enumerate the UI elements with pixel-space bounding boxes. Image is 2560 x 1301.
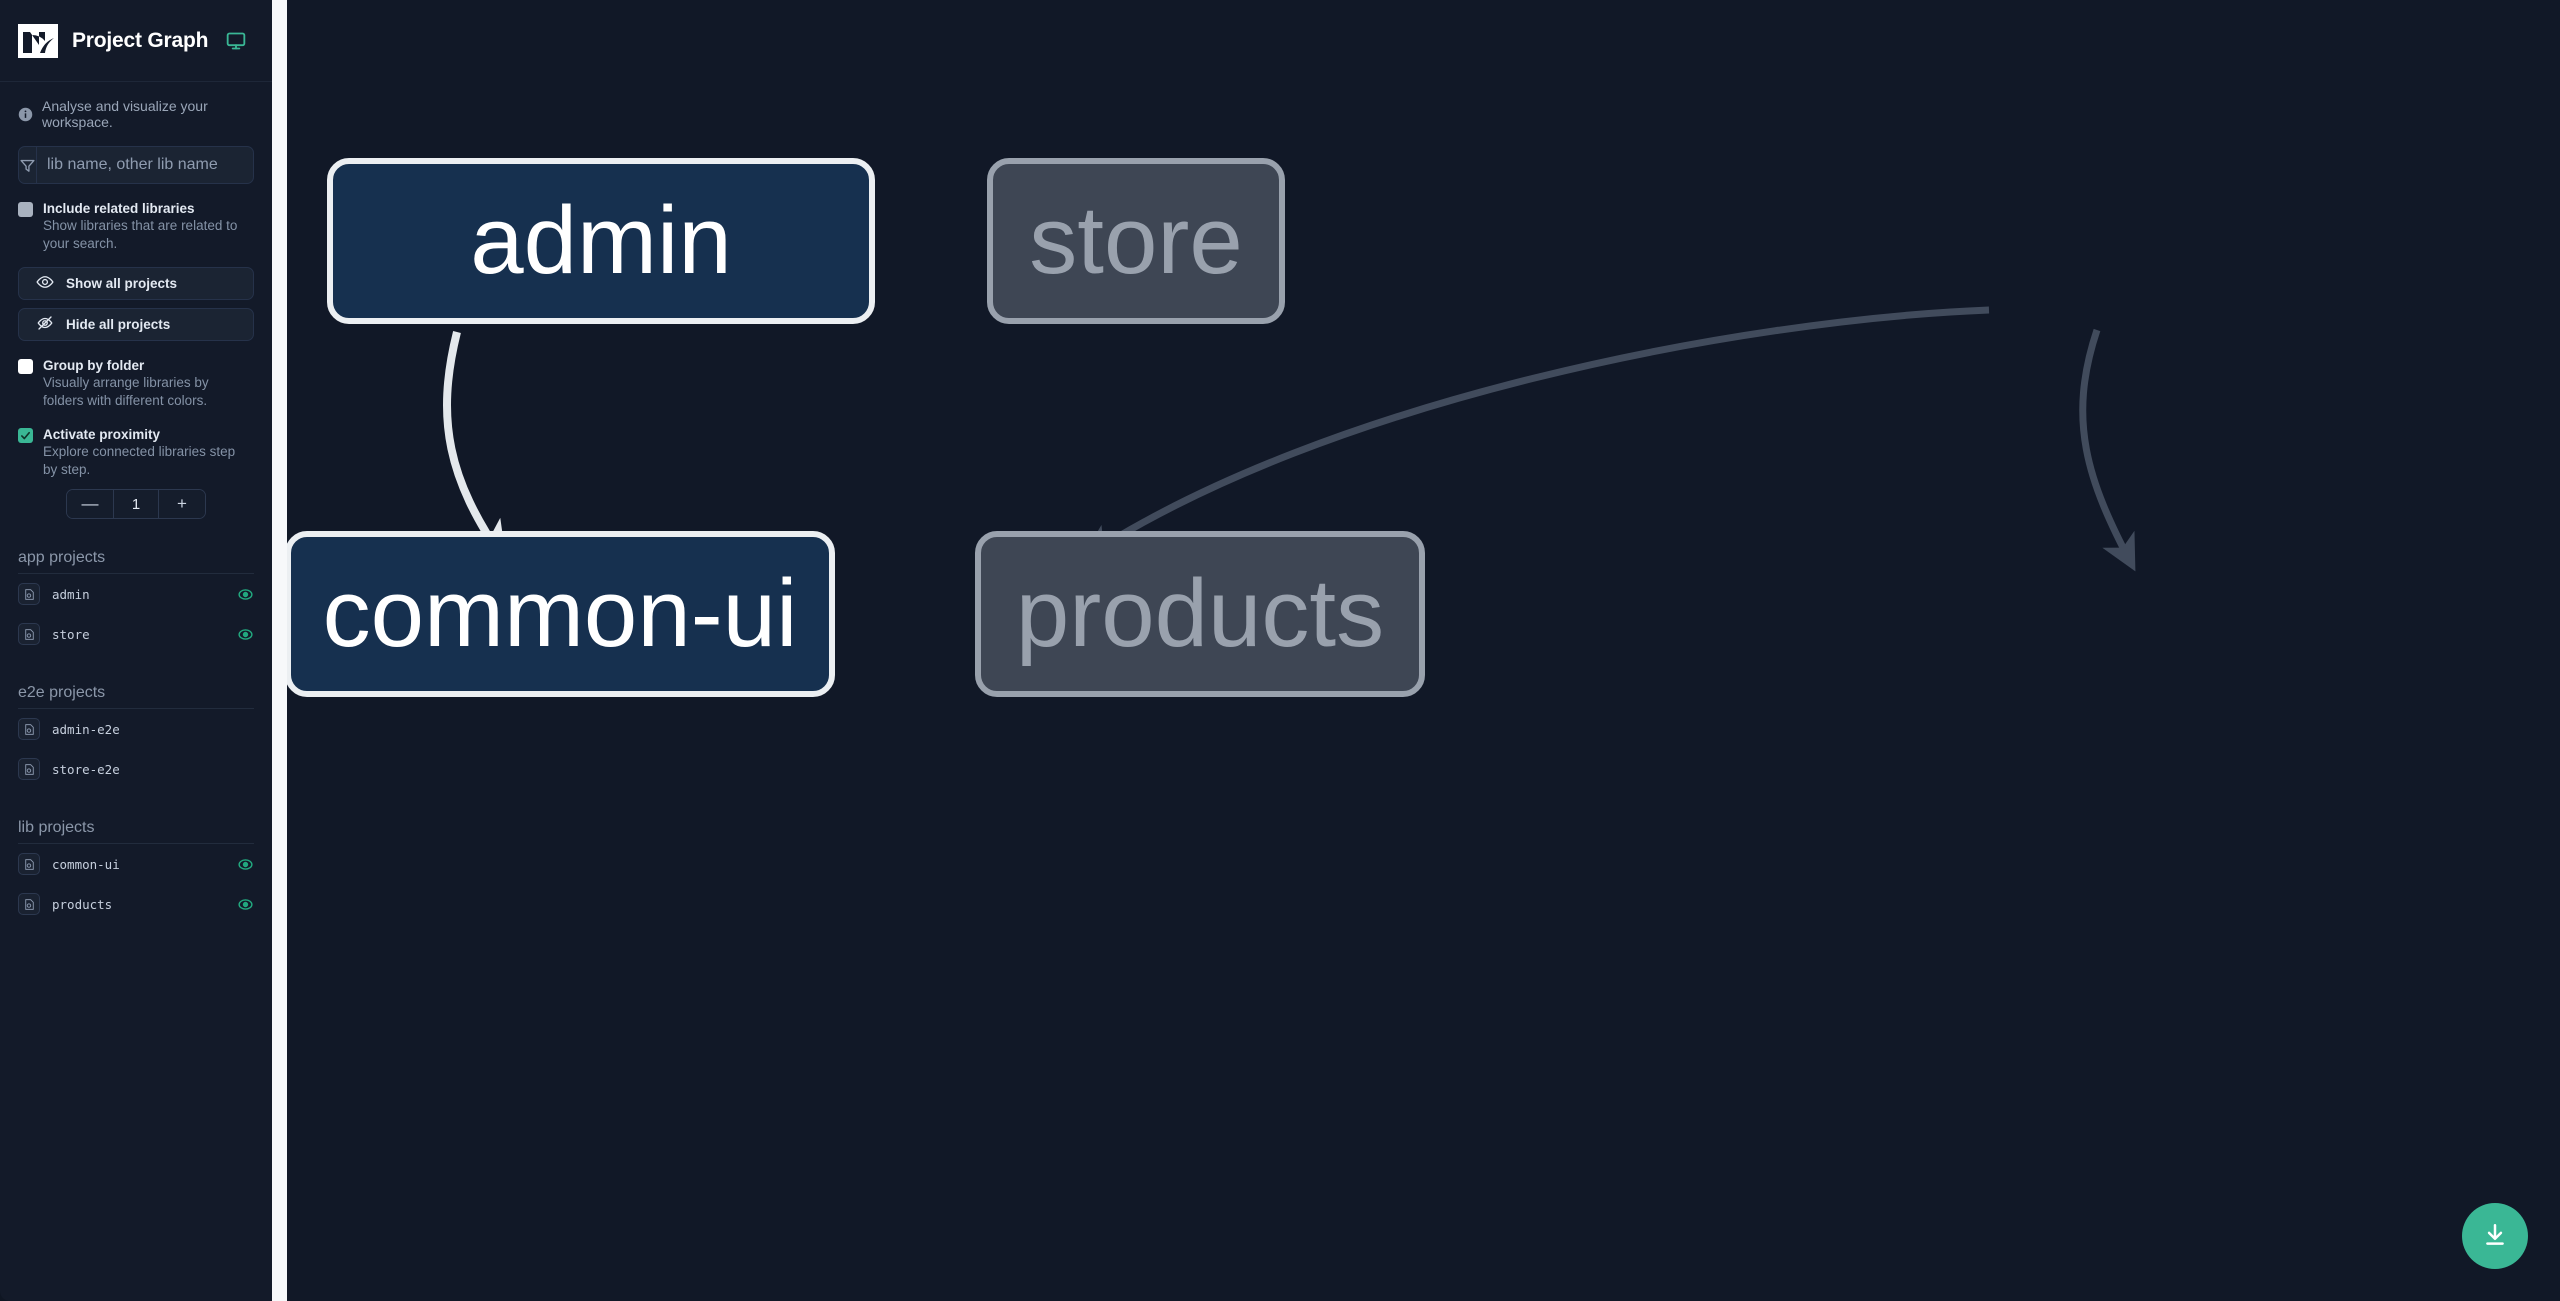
sidebar: Project Graph Analyse and visualize your… [0, 0, 272, 1301]
graph-node-label: store [1029, 187, 1243, 294]
graph-edges [443, 306, 2136, 572]
sidebar-header: Project Graph [0, 0, 272, 82]
show-all-projects-button[interactable]: Show all projects [18, 267, 254, 300]
project-icon [18, 583, 40, 605]
eye-visible-icon[interactable] [237, 856, 254, 873]
info-icon [18, 107, 33, 122]
group-by-folder-checkbox[interactable] [18, 359, 33, 374]
proximity-stepper-wrapper: — 1 + [0, 479, 272, 519]
project-icon [18, 758, 40, 780]
group-app-projects: app projects admin [0, 549, 272, 654]
proximity-value: 1 [113, 490, 159, 518]
activate-proximity-label: Activate proximity [43, 427, 161, 442]
proximity-increment-button[interactable]: + [159, 490, 205, 518]
graph-node-products[interactable]: products [975, 531, 1425, 697]
option-activate-proximity[interactable]: Activate proximity Explore connected lib… [0, 410, 272, 479]
project-name: store-e2e [52, 761, 120, 777]
eye-icon [36, 273, 54, 294]
eye-visible-icon[interactable] [237, 626, 254, 643]
project-icon [18, 623, 40, 645]
project-name: common-ui [52, 856, 120, 872]
include-related-libraries-checkbox[interactable] [18, 202, 33, 217]
download-graph-button[interactable] [2462, 1203, 2528, 1269]
tagline: Analyse and visualize your workspace. [0, 82, 272, 136]
download-icon [2482, 1222, 2508, 1251]
filter-icon-wrapper [19, 147, 37, 183]
graph-node-store[interactable]: store [987, 158, 1285, 324]
group-by-folder-description: Visually arrange libraries by folders wi… [43, 375, 209, 408]
project-icon [18, 718, 40, 740]
edge-admin-to-common-ui [443, 331, 507, 564]
group-title-e2e-projects: e2e projects [18, 684, 254, 709]
hide-all-projects-label: Hide all projects [66, 317, 171, 332]
graph-node-label: common-ui [322, 560, 798, 667]
tagline-text: Analyse and visualize your workspace. [42, 98, 208, 130]
show-all-projects-label: Show all projects [66, 276, 178, 291]
include-related-libraries-description: Show libraries that are related to your … [43, 218, 238, 251]
activate-proximity-texts: Activate proximity Explore connected lib… [43, 426, 239, 479]
project-name: admin-e2e [52, 721, 120, 737]
graph-node-label: admin [470, 187, 732, 294]
group-lib-projects: lib projects common-ui [0, 819, 272, 924]
visibility-buttons: Show all projects Hide all projects [0, 253, 272, 341]
graph-node-label: products [1015, 560, 1385, 667]
project-row-store-e2e[interactable]: store-e2e [18, 749, 254, 789]
include-related-libraries-texts: Include related libraries Show libraries… [43, 200, 239, 253]
search-box[interactable] [18, 146, 254, 184]
project-icon [18, 893, 40, 915]
group-title-app-projects: app projects [18, 549, 254, 574]
group-by-folder-texts: Group by folder Visually arrange librari… [43, 357, 239, 410]
group-e2e-projects: e2e projects admin-e2e store-e2e [0, 684, 272, 789]
graph-canvas[interactable]: admin store common-ui products [287, 0, 2560, 1301]
search-input[interactable] [37, 147, 253, 183]
graph-node-admin[interactable]: admin [327, 158, 875, 324]
option-group-by-folder[interactable]: Group by folder Visually arrange librari… [0, 341, 272, 410]
project-name: store [52, 626, 90, 642]
proximity-stepper: — 1 + [66, 489, 206, 519]
sidebar-scrollbar[interactable] [272, 0, 287, 1301]
group-title-lib-projects: lib projects [18, 819, 254, 844]
activate-proximity-description: Explore connected libraries step by step… [43, 444, 236, 477]
project-row-admin[interactable]: admin [18, 574, 254, 614]
filter-row [0, 136, 272, 184]
project-row-admin-e2e[interactable]: admin-e2e [18, 709, 254, 749]
graph-node-common-ui[interactable]: common-ui [287, 531, 835, 697]
filter-icon [19, 157, 36, 174]
project-name: products [52, 896, 113, 912]
eye-visible-icon[interactable] [237, 896, 254, 913]
activate-proximity-checkbox[interactable] [18, 428, 33, 443]
group-by-folder-label: Group by folder [43, 358, 145, 373]
proximity-decrement-button[interactable]: — [67, 490, 113, 518]
include-related-libraries-label: Include related libraries [43, 201, 195, 216]
edge-store-to-common-ui [1080, 306, 1990, 560]
monitor-icon[interactable] [226, 31, 246, 51]
project-row-common-ui[interactable]: common-ui [18, 844, 254, 884]
eye-visible-icon[interactable] [237, 586, 254, 603]
project-row-products[interactable]: products [18, 884, 254, 924]
eye-off-icon [36, 314, 54, 335]
option-include-related-libraries[interactable]: Include related libraries Show libraries… [0, 184, 272, 253]
project-row-store[interactable]: store [18, 614, 254, 654]
nx-logo [18, 23, 58, 58]
project-name: admin [52, 586, 90, 602]
page-title: Project Graph [72, 28, 209, 52]
hide-all-projects-button[interactable]: Hide all projects [18, 308, 254, 341]
edge-store-to-products [2079, 328, 2136, 572]
project-icon [18, 853, 40, 875]
